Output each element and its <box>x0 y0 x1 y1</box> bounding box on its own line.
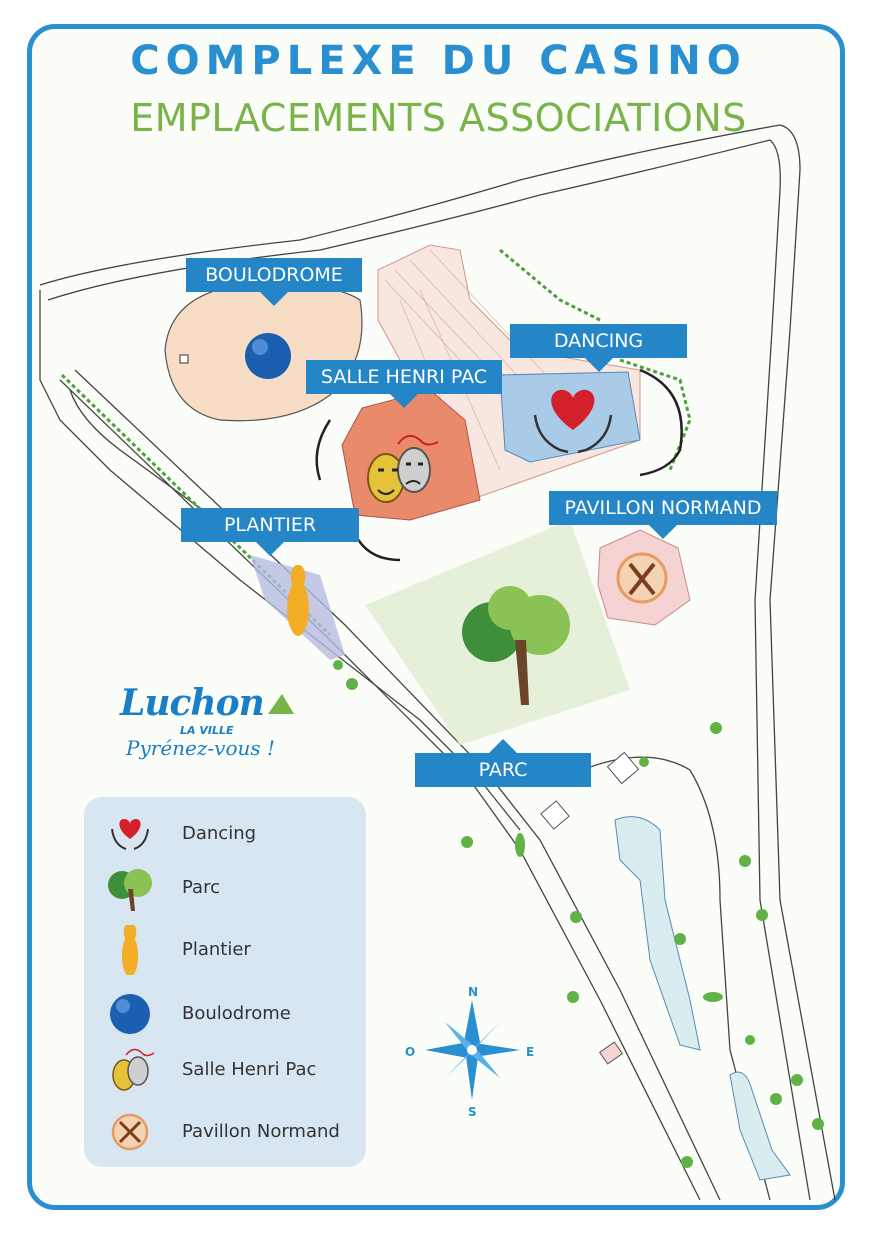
pond-south <box>729 1071 791 1181</box>
boulodrome-boule-icon <box>245 333 291 379</box>
logo-name: Luchon <box>120 682 265 724</box>
boule-icon <box>110 994 150 1034</box>
bowling-pin-icon <box>121 925 139 975</box>
theater-masks-icon <box>112 1048 155 1091</box>
label-dancing[interactable]: DANCING <box>510 324 687 372</box>
page-subtitle: EMPLACEMENTS ASSOCIATIONS <box>130 96 747 140</box>
compass-s: S <box>468 1105 477 1119</box>
logo-tagline: Pyrénez-vous ! <box>126 736 276 760</box>
compass-e: E <box>526 1045 534 1059</box>
heart-hands-icon <box>111 819 149 850</box>
legend-panel: Dancing Parc Plantier Boulodrome Salle H… <box>84 797 366 1167</box>
fork-knife-icon <box>111 1113 149 1151</box>
legend-item-parc: Parc <box>84 863 366 913</box>
legend-item-salle: Salle Henri Pac <box>84 1045 366 1095</box>
legend-label: Dancing <box>182 823 257 844</box>
label-pavillon-normand[interactable]: PAVILLON NORMAND <box>549 491 777 539</box>
legend-item-dancing: Dancing <box>84 809 366 859</box>
legend-label: Salle Henri Pac <box>182 1059 317 1080</box>
dancing-heart-hands-icon <box>533 389 613 454</box>
legend-label: Plantier <box>182 939 251 960</box>
compass-n: N <box>468 985 478 999</box>
label-boulodrome[interactable]: BOULODROME <box>186 258 362 306</box>
salle-theater-masks-icon <box>367 434 439 503</box>
legend-label: Boulodrome <box>182 1003 291 1024</box>
compass-rose <box>425 1000 520 1100</box>
legend-item-pavillon: Pavillon Normand <box>84 1107 366 1157</box>
legend-label: Parc <box>182 877 220 898</box>
parc-tree-icon <box>462 586 570 705</box>
pond <box>614 816 701 1051</box>
casino-hatch <box>384 249 561 471</box>
legend-label: Pavillon Normand <box>182 1121 340 1142</box>
pavillon-fork-knife-icon <box>616 552 668 604</box>
plantier-bowling-pin-icon <box>287 565 309 636</box>
luchon-logo: Luchon LA VILLE Pyrénez-vous ! <box>118 682 308 762</box>
page-title: COMPLEXE DU CASINO <box>130 38 747 84</box>
label-salle-henri-pac[interactable]: SALLE HENRI PAC <box>306 360 502 408</box>
legend-item-plantier: Plantier <box>84 925 366 975</box>
label-parc[interactable]: PARC <box>415 739 591 787</box>
boulodrome-marker <box>179 354 189 364</box>
small-structures <box>540 751 640 1065</box>
tree-icon <box>108 869 152 911</box>
compass-o: O <box>405 1045 415 1059</box>
logo-sub: LA VILLE <box>180 724 234 737</box>
logo-mountain-icon <box>268 694 294 714</box>
legend-item-boulodrome: Boulodrome <box>84 989 366 1039</box>
label-plantier[interactable]: PLANTIER <box>181 508 359 556</box>
small-trees <box>333 660 824 1168</box>
